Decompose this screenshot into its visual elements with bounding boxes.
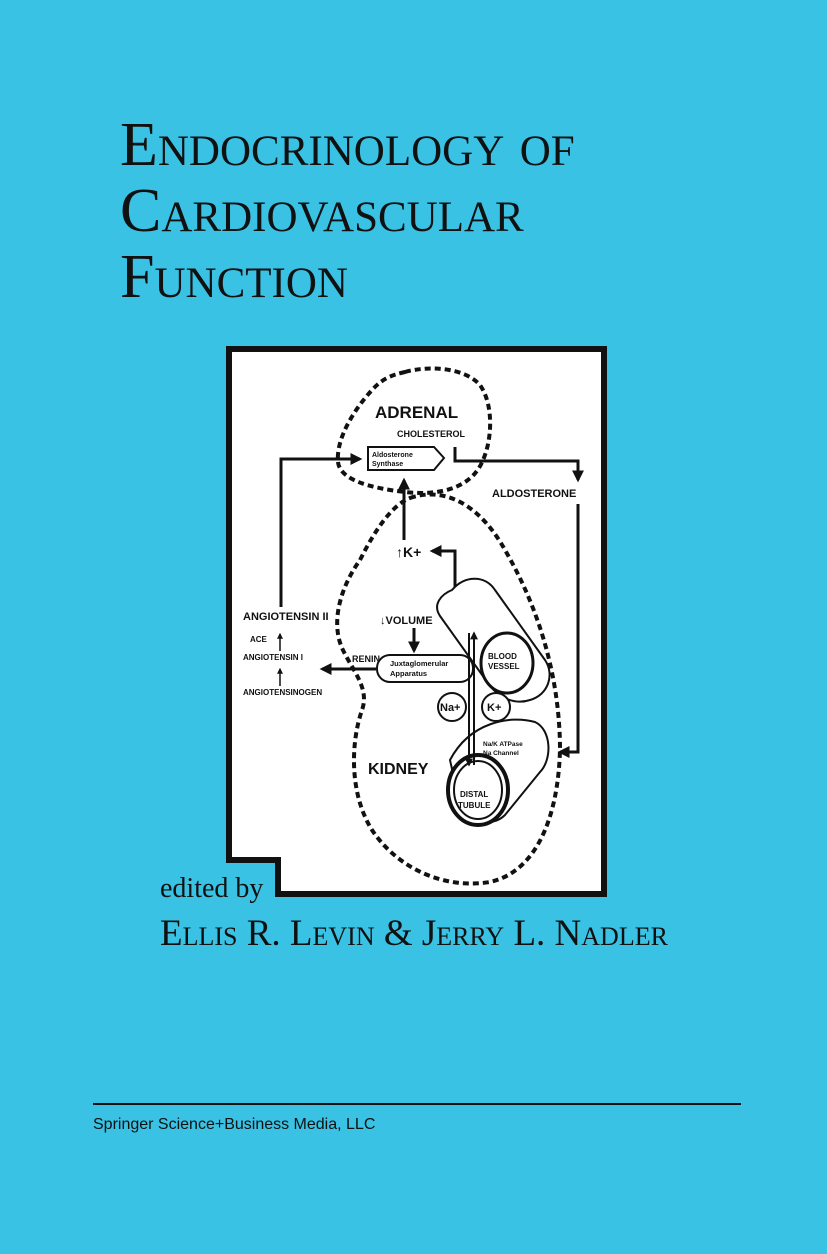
label-juxta-1: Juxtaglomerular bbox=[390, 659, 448, 668]
label-angiotensinogen: ANGIOTENSINOGEN bbox=[243, 688, 322, 697]
title-line-3: Function bbox=[120, 243, 348, 311]
label-renin: RENIN bbox=[352, 654, 380, 664]
divider-rule bbox=[93, 1103, 741, 1105]
publisher-name: Springer Science+Business Media, LLC bbox=[93, 1116, 376, 1133]
kidney-outline bbox=[335, 492, 563, 886]
aldosterone-synthase-box bbox=[367, 446, 446, 471]
label-k-top: ↑K+ bbox=[396, 544, 421, 560]
adrenal-outline bbox=[335, 366, 493, 495]
label-volume: ↓VOLUME bbox=[380, 615, 433, 627]
adrenal-to-aldosterone-arrow bbox=[453, 447, 584, 483]
book-title: Endocrinology of Cardiovascular Function bbox=[120, 112, 575, 310]
edited-by-label: edited by bbox=[160, 873, 264, 904]
label-na: Na+ bbox=[440, 702, 461, 714]
distal-tubule-inner bbox=[453, 760, 503, 820]
distal-tubule-ellipse bbox=[446, 753, 510, 827]
label-distal-1: DISTAL bbox=[460, 790, 488, 799]
label-nak-2: Na Channel bbox=[483, 750, 519, 757]
label-cholesterol: CHOLESTEROL bbox=[397, 429, 466, 439]
editors-names: Ellis R. Levin & Jerry L. Nadler bbox=[160, 913, 668, 954]
label-nak-1: Na/K ATPase bbox=[483, 741, 523, 748]
label-synthase-1: Aldosterone bbox=[372, 452, 413, 459]
cover-diagram: ADRENAL CHOLESTEROL Aldosterone Synthase… bbox=[226, 346, 607, 897]
loop-to-k-arrow bbox=[429, 545, 457, 590]
label-aldosterone: ALDOSTERONE bbox=[492, 488, 576, 500]
k-circle bbox=[481, 692, 511, 722]
label-angiotensin-i: ANGIOTENSIN I bbox=[243, 653, 303, 662]
label-blood-2: VESSEL bbox=[488, 662, 520, 671]
label-angiotensin-ii: ANGIOTENSIN II bbox=[243, 611, 329, 623]
na-circle bbox=[437, 692, 467, 722]
label-adrenal: ADRENAL bbox=[375, 403, 458, 422]
blood-vessel-ellipse bbox=[479, 631, 535, 695]
label-blood-1: BLOOD bbox=[488, 652, 517, 661]
title-line-2: Cardiovascular bbox=[120, 177, 524, 245]
title-line-1: Endocrinology of bbox=[120, 111, 575, 179]
label-distal-2: TUBULE bbox=[458, 801, 491, 810]
label-juxta-2: Apparatus bbox=[390, 669, 427, 678]
label-kidney: KIDNEY bbox=[368, 761, 429, 778]
label-synthase-2: Synthase bbox=[372, 461, 403, 468]
aldosterone-to-kidney-arrow bbox=[557, 504, 580, 758]
label-k: K+ bbox=[487, 702, 501, 714]
label-ace: ACE bbox=[250, 635, 268, 644]
angiotensin-to-adrenal-arrow bbox=[279, 453, 363, 607]
